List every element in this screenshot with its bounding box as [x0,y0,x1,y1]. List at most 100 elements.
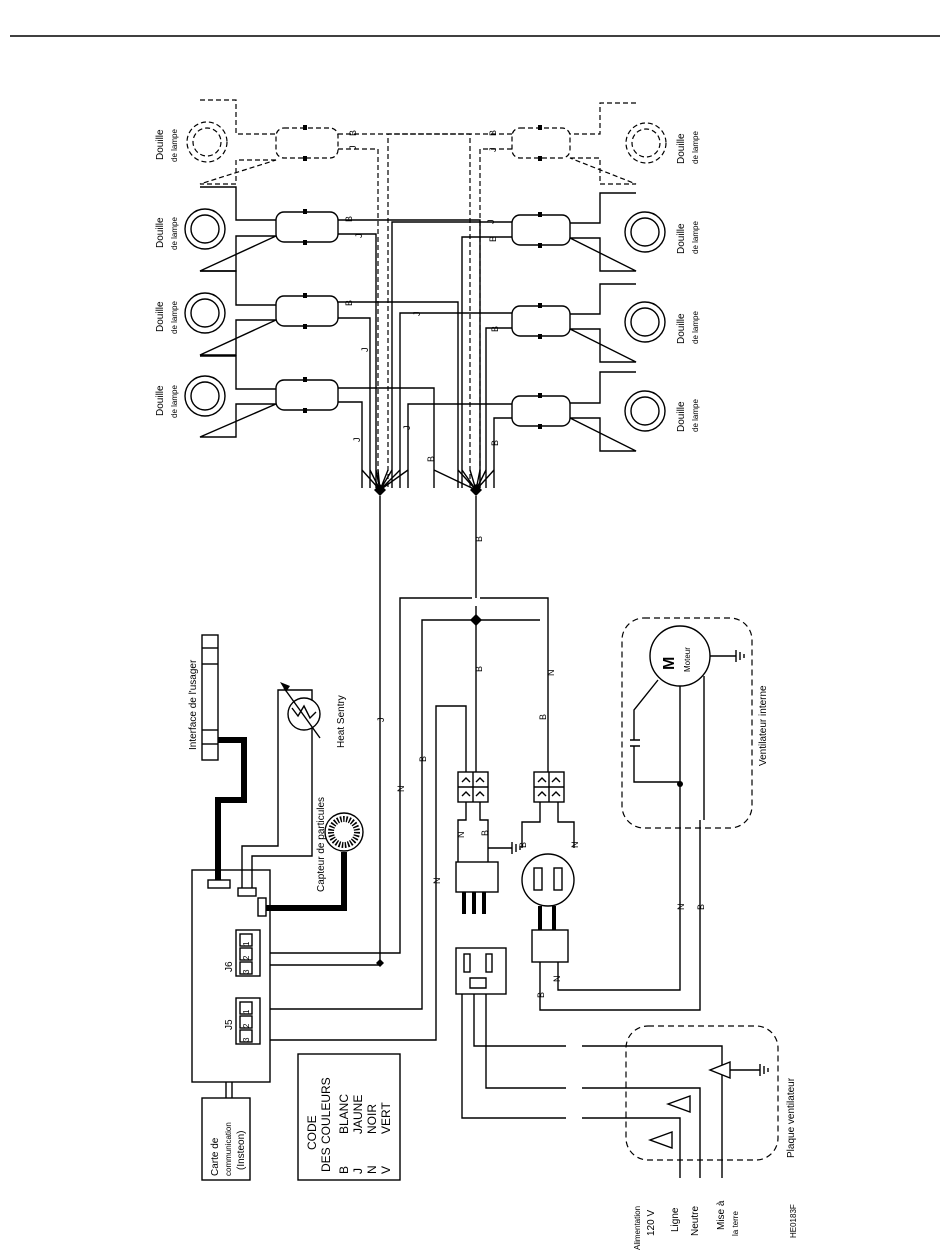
wire-letter-b: B [538,714,548,720]
fan-plate-zone [625,1025,779,1161]
ground-label-1: Mise à [716,1200,727,1230]
wire-letter-n: N [432,878,442,885]
connector-left-3 [275,379,339,411]
wire-letter-b: B [474,536,484,542]
wire-letters: B J B J B J J B B J J B J J B B B B N B … [344,130,706,998]
motor-label: Moteur [683,647,692,672]
wire-letter-b: B [490,440,500,446]
heat-sentry-label: Heat Sentry [336,695,347,748]
connector-left-1 [275,211,339,243]
wire-letter-j: J [352,438,362,443]
color-code-letter-v: V [379,1166,393,1174]
j6-pin-2: 2 [242,955,251,960]
j5-label: J5 [224,1019,235,1030]
connector-left-2 [275,295,339,327]
j5-pin-3: 3 [242,1037,251,1042]
lamp-label-left-3-2: de lampe [170,385,179,418]
terminal-block-left [457,771,489,803]
wire-letter-j: J [488,148,498,153]
j6-pin-3: 3 [242,969,251,974]
color-code-title-2: DES COULEURS [319,1077,333,1172]
lamp-label-left-2-1: Douille [155,301,166,332]
user-interface-label: Interface de l'usager [188,659,199,750]
color-code-letter-b: B [337,1166,351,1174]
color-code-letter-n: N [365,1165,379,1174]
wire-letter-j: J [360,348,370,353]
wire-letter-b: B [418,756,428,762]
lamp-socket-right-2 [569,283,666,363]
lamp-label-right-2-1: Douille [676,313,687,344]
internal-fan-label: Ventilateur interne [758,685,769,766]
yellow-junction [374,484,386,496]
color-code-title-1: CODE [305,1115,319,1150]
color-code-letter-j: J [351,1168,365,1174]
comm-card [201,1097,251,1181]
wire-letter-j: J [348,146,358,151]
user-interface-panel [201,634,219,761]
lamp-label-left-1-1: Douille [155,217,166,248]
wire-letter-n: N [676,904,686,911]
color-code-text: CODE DES COULEURS B BLANC J JAUNE N NOIR… [305,1077,393,1174]
wire-letter-j: J [402,426,412,431]
wire-letter-b: B [488,236,498,242]
j6-label: J6 [224,961,235,972]
color-code-color-vert: VERT [379,1102,393,1134]
neutral-label: Neutre [690,1206,701,1236]
lamp-label-right-1-1: Douille [676,223,687,254]
j6-pin-1: 1 [242,941,251,946]
lamp-socket-right-dashed [569,102,667,185]
wire-letter-b: B [344,216,354,222]
connector-left-dashed [275,127,339,159]
connector-j5 [235,997,261,1045]
wire-letter-n: N [546,670,556,677]
line-label: Ligne [670,1207,681,1232]
lamp-socket-left-1 [184,186,277,272]
wire-letter-b: B [536,992,546,998]
heat-sentry [241,682,321,888]
fan-plate-label: Plaque ventilateur [786,1077,797,1158]
j5-pin-2: 2 [242,1023,251,1028]
ui-header [207,879,231,889]
j6-junction [376,959,384,967]
lamp-label-right-2-2: de lampe [691,311,700,344]
part-number: HE0183F [789,1204,798,1238]
wall-receptacle [455,947,566,1119]
male-plug-right [531,820,701,1011]
white-junction-top [470,484,482,496]
wire-letter-n: N [396,786,406,793]
wire-letter-b: B [518,842,528,848]
color-code-box [297,1053,401,1181]
lamp-label-right-3-1: Douille [676,401,687,432]
white-junction-bottom [470,614,482,626]
wire-letter-j: J [412,312,422,317]
lamp-socket-right-3 [569,371,666,452]
lamp-label-right-1-2: de lampe [691,221,700,254]
lamp-label-right-dashed-2: de lampe [691,131,700,164]
wire-letter-b: B [348,130,358,136]
terminal-block-right [533,771,565,803]
wire-letter-n: N [552,976,562,983]
color-code-color-jaune: JAUNE [351,1095,365,1134]
comm-card-label-3: (Insteon) [236,1131,247,1170]
heat-sentry-header [237,887,257,897]
lamp-label-left-1-2: de lampe [170,217,179,250]
connector-right-3 [511,395,571,427]
motor-m-label: M [661,657,678,670]
wire-letter-b: B [696,904,706,910]
wire-letter-j: J [376,718,386,723]
wire-letter-b: B [474,666,484,672]
wire-letter-b: B [490,326,500,332]
wire-letter-j: J [354,234,364,239]
wire-letter-j: J [486,220,496,225]
connector-right-dashed [511,127,571,159]
j5-pin-1: 1 [242,1009,251,1014]
lamp-label-right-3-2: de lampe [691,399,700,432]
fan-motor [630,625,745,820]
color-code-color-noir: NOIR [365,1104,379,1134]
wire-letter-b: B [488,130,498,136]
wire-letter-n: N [570,842,580,849]
lamp-label-right-dashed-1: Douille [676,133,687,164]
ui-ribbon-cable [215,737,247,880]
wire-letter-b: B [344,300,354,306]
